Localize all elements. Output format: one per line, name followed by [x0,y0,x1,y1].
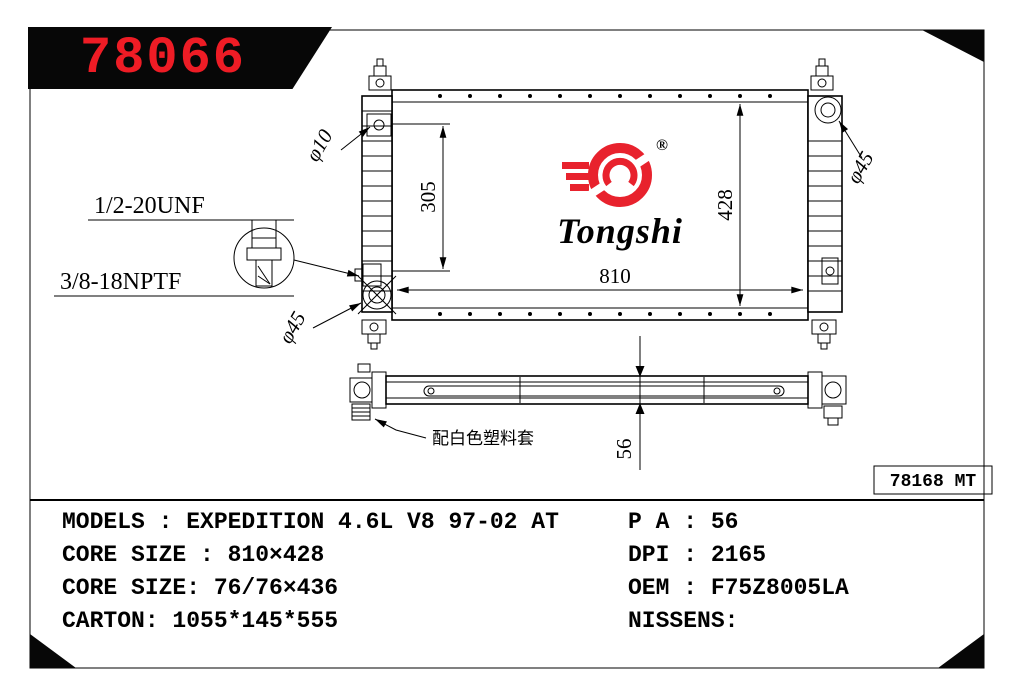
top-left-bracket [368,58,392,91]
ref-code-box: 78168 MT [873,465,993,495]
callout-phi10: φ10 [301,125,371,166]
right-tank [807,95,843,313]
dimension-56: 56 [612,336,645,470]
top-right-bracket [810,58,834,91]
dimension-428: 428 [713,104,744,306]
bottom-right-bracket [811,319,837,350]
radiator-side-view [349,363,847,426]
spec-pa: P A : 56 [628,509,739,535]
part-number-banner: 78066 [28,27,332,89]
dim-width-label: 810 [599,264,631,288]
ref-code: 78168 MT [890,472,977,492]
callout-phi45-drain: φ45 [274,302,362,348]
right-fitting [821,257,839,285]
plug-detail [233,220,295,289]
part-number: 78066 [79,28,247,88]
bottom-left-bracket [361,319,387,350]
inlet-dia-label: φ10 [301,125,338,166]
tongshi-logo: ® Tongshi [557,137,683,251]
drain-plug [357,275,397,315]
neck-dia-label: φ45 [842,147,879,187]
spec-dpi: DPI : 2165 [628,542,767,568]
drain-dia-label: φ45 [274,307,311,347]
sleeve-note-label: 配白色塑料套 [432,429,534,449]
inlet-port [366,113,392,137]
dim-height-label: 428 [713,189,737,221]
dim-thickness-label: 56 [612,439,636,460]
spec-core-size-2: CORE SIZE: 76/76×436 [62,575,339,601]
page-frame [29,29,985,669]
spec-nissens: NISSENS: [628,608,739,634]
thread-nptf-label: 3/8-18NPTF [60,269,181,295]
spec-models: MODELS : EXPEDITION 4.6L V8 97-02 AT [62,509,559,535]
side-left-end [349,363,387,421]
thread-callouts: 1/2-20UNF 3/8-18NPTF [54,193,360,297]
registered-mark: ® [656,137,668,154]
callout-phi45-neck: φ45 [838,120,879,188]
spec-core-size: CORE SIZE : 810×428 [62,542,325,568]
brand-name: Tongshi [557,211,683,251]
dimension-305: 305 [392,123,450,272]
thread-unf-label: 1/2-20UNF [94,193,205,219]
side-right-end [807,371,847,426]
sleeve-note: 配白色塑料套 [374,418,534,449]
dim-port-span-label: 305 [416,181,440,213]
dimension-810: 810 [397,264,803,294]
spec-oem: OEM : F75Z8005LA [628,575,849,601]
tongshi-emblem [562,143,655,207]
spec-carton: CARTON: 1055*145*555 [62,608,339,634]
filler-neck [814,96,842,124]
